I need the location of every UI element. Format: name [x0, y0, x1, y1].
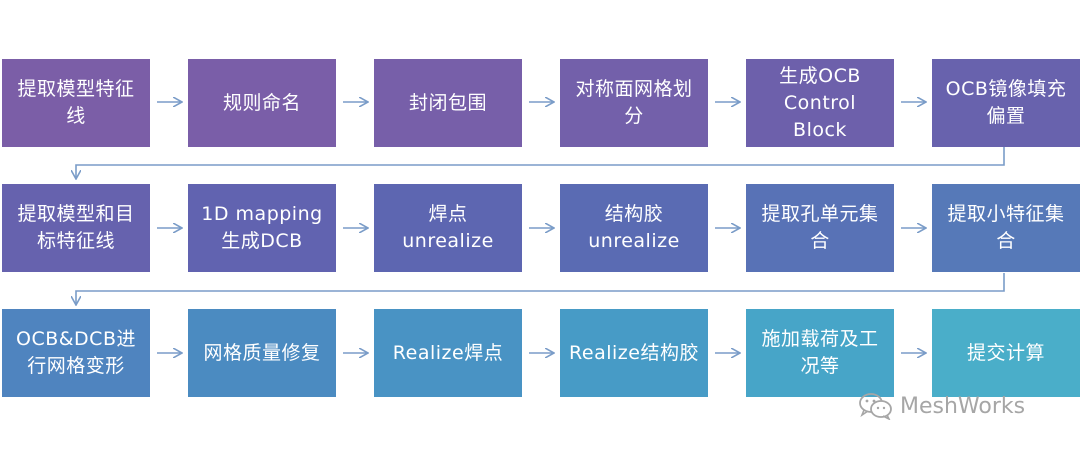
- step-label: 提取模型特征线: [17, 78, 135, 127]
- step-closed-enclosure: 封闭包围: [374, 59, 522, 147]
- step-label: OCB&DCB进行网格变形: [15, 328, 136, 377]
- step-extract-small-features: 提取小特征集合: [932, 184, 1080, 272]
- step-generate-ocb: 生成OCB Control Block: [746, 59, 894, 147]
- step-label: 提交计算: [966, 341, 1045, 364]
- step-label: 提取小特征集合: [947, 203, 1065, 252]
- step-label: 1D mapping 生成DCB: [201, 203, 323, 252]
- step-realize-welds: Realize焊点: [374, 309, 522, 397]
- step-label: 提取孔单元集合: [761, 203, 879, 252]
- step-label: 网格质量修复: [203, 341, 321, 364]
- step-label: Realize焊点: [392, 341, 504, 364]
- step-apply-loads-cases: 施加载荷及工况等: [746, 309, 894, 397]
- watermark-text: MeshWorks: [900, 393, 1026, 419]
- step-label: 封闭包围: [408, 91, 487, 114]
- step-label: 结构胶 unrealize: [588, 203, 680, 252]
- step-label: 对称面网格划分: [575, 78, 693, 127]
- step-rule-naming: 规则命名: [188, 59, 336, 147]
- step-extract-model-feature-lines: 提取模型特征线: [2, 59, 150, 147]
- step-submit-computation: 提交计算: [932, 309, 1080, 397]
- wechat-icon: [859, 393, 892, 420]
- step-weld-unrealize: 焊点 unrealize: [374, 184, 522, 272]
- step-label: 生成OCB Control Block: [779, 64, 861, 141]
- step-label: 提取模型和目标特征线: [17, 203, 135, 252]
- arrow-wrap-2: [76, 273, 1005, 304]
- step-symmetry-plane-meshing: 对称面网格划分: [560, 59, 708, 147]
- step-realize-adhesive: Realize结构胶: [560, 309, 708, 397]
- step-label: OCB镜像填充偏置: [945, 78, 1067, 127]
- watermark: MeshWorks: [858, 392, 1025, 420]
- step-label: 焊点 unrealize: [402, 203, 494, 252]
- step-label: 规则命名: [222, 91, 301, 114]
- step-mesh-quality-repair: 网格质量修复: [188, 309, 336, 397]
- step-extract-model-target-lines: 提取模型和目标特征线: [2, 184, 150, 272]
- step-ocb-mirror-fill-offset: OCB镜像填充偏置: [932, 59, 1080, 147]
- step-label: Realize结构胶: [569, 341, 699, 364]
- step-adhesive-unrealize: 结构胶 unrealize: [560, 184, 708, 272]
- step-extract-hole-elements: 提取孔单元集合: [746, 184, 894, 272]
- step-1d-mapping-dcb: 1D mapping 生成DCB: [188, 184, 336, 272]
- step-label: 施加载荷及工况等: [761, 328, 879, 377]
- step-ocb-dcb-morphing: OCB&DCB进行网格变形: [2, 309, 150, 397]
- arrow-wrap-1: [76, 147, 1005, 178]
